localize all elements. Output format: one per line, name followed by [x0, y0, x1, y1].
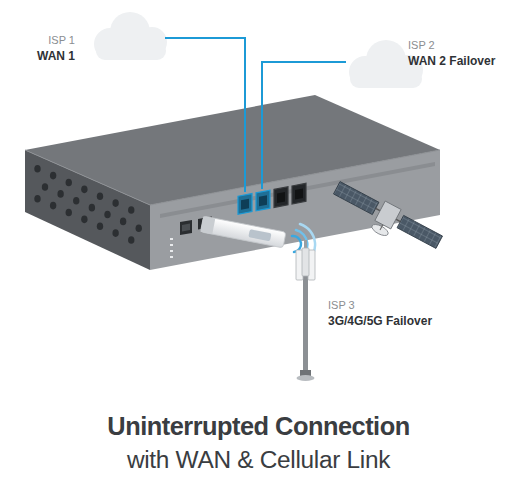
console-port: [180, 220, 192, 235]
vent-holes-part: [112, 199, 118, 207]
vent-holes-part: [34, 165, 40, 173]
vent-holes-part: [128, 206, 134, 214]
vent-holes-part: [136, 224, 142, 232]
diagram-title: Uninterrupted Connection: [0, 412, 517, 441]
usb-dongle-part: [200, 216, 286, 248]
vent-holes-part: [120, 218, 126, 226]
link-type: WAN 2 Failover: [408, 53, 495, 69]
ethernet-ports-part: [295, 189, 303, 200]
vent-holes-part: [73, 197, 79, 205]
vent-holes-part: [50, 172, 56, 180]
satellite-part: [334, 182, 379, 215]
vent-holes-part: [97, 222, 103, 230]
vent-holes-part: [57, 190, 63, 198]
vent-holes-part: [42, 183, 48, 191]
isp-label: ISP 1WAN 1: [37, 33, 75, 64]
usb-dongle-part: [248, 229, 271, 241]
vent-holes-part: [66, 209, 72, 217]
console-port-part: [182, 224, 190, 232]
router-housing: [25, 95, 440, 270]
satellite: [327, 178, 444, 261]
ethernet-ports: [238, 183, 306, 214]
satellite-part: [370, 222, 390, 238]
link-type: 3G/4G/5G Failover: [328, 313, 432, 329]
status-leds-part: [170, 250, 173, 252]
ethernet-ports-part: [256, 190, 270, 211]
status-leds: [170, 238, 173, 258]
satellite-part: [380, 225, 383, 230]
satellite-part: [397, 215, 442, 248]
ethernet-ports-part: [277, 192, 285, 203]
isp-name: ISP 2: [408, 38, 495, 53]
wan-line: [165, 38, 346, 192]
cloud-isp2-part: [350, 70, 422, 88]
cloud-isp1-part: [96, 42, 166, 60]
cell-tower-part: [297, 375, 315, 381]
status-leds-part: [170, 256, 173, 258]
wan-line-part: [165, 38, 245, 192]
isp-name: ISP 3: [328, 298, 432, 313]
usb-dongle-part: [200, 216, 215, 234]
ethernet-ports-part: [292, 183, 306, 204]
vent-holes-part: [104, 211, 110, 219]
diagram-caption: with WAN & Cellular Link: [0, 446, 517, 474]
vent-holes-part: [66, 179, 72, 187]
cell-tower-part: [302, 248, 309, 276]
console-port-part: [180, 220, 192, 235]
isp-label: ISP 2WAN 2 Failover: [408, 38, 495, 69]
router-housing-part: [25, 95, 440, 205]
cell-tower-part: [303, 262, 308, 374]
isp-label: ISP 33G/4G/5G Failover: [328, 298, 432, 329]
vent-holes-part: [97, 192, 103, 200]
status-leds-part: [170, 238, 173, 240]
vent-holes-part: [34, 195, 40, 203]
vent-holes-part: [89, 204, 95, 212]
ethernet-ports-part: [259, 195, 267, 206]
wan-line-part: [262, 62, 346, 189]
usb-dongle: [200, 216, 286, 248]
status-leds-part: [170, 244, 173, 246]
ethernet-ports-part: [241, 199, 249, 210]
vent-holes-part: [81, 216, 87, 224]
vent-holes-part: [81, 186, 87, 194]
cell-tower: [296, 240, 315, 381]
isp-name: ISP 1: [37, 33, 75, 48]
ethernet-ports-part: [274, 187, 288, 208]
link-type: WAN 1: [37, 48, 75, 64]
router-housing-part: [25, 150, 440, 205]
vent-holes-part: [112, 229, 118, 237]
vent-holes: [34, 165, 142, 244]
vent-holes-part: [128, 236, 134, 244]
wireless-waves-part: [292, 236, 301, 252]
ethernet-ports-part: [238, 194, 252, 215]
vent-holes-part: [50, 202, 56, 210]
cloud-isp1: [94, 12, 167, 60]
